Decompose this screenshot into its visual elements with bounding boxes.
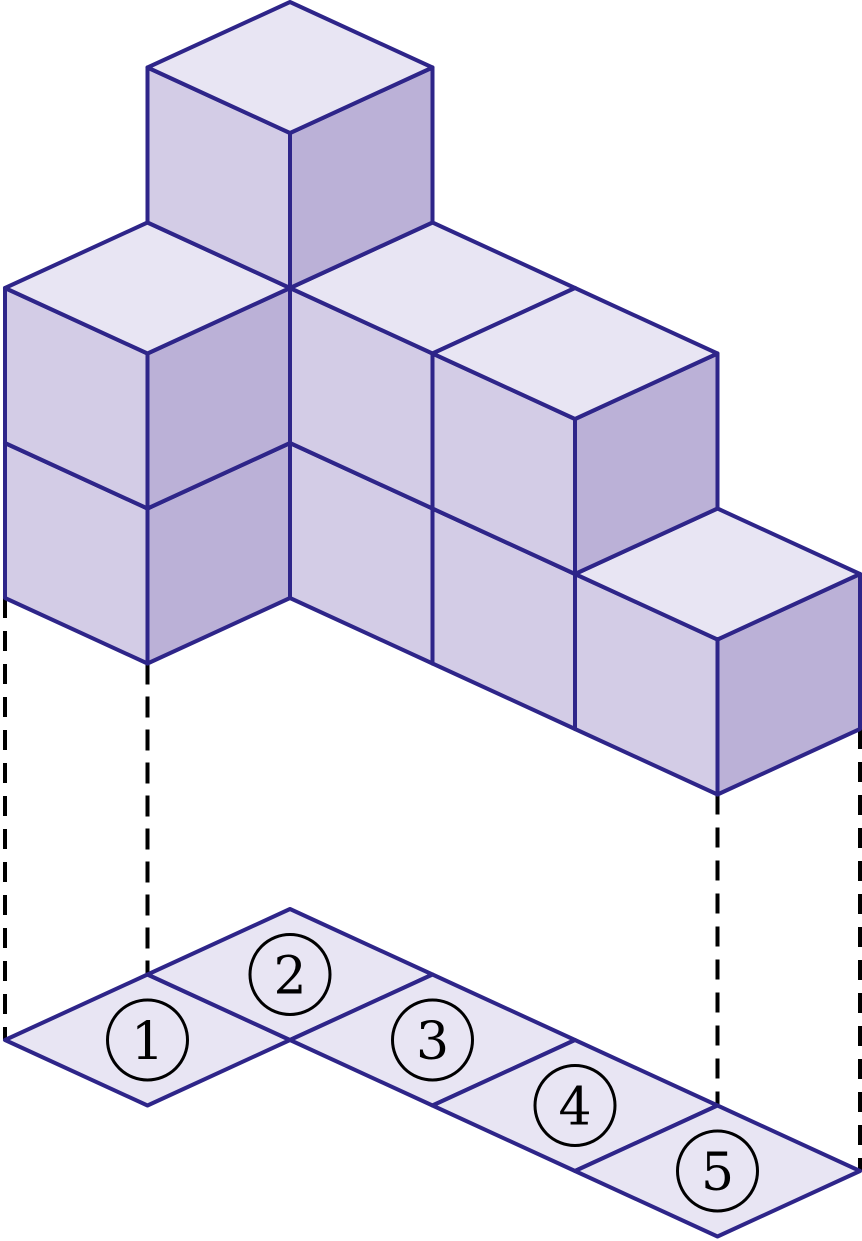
cube-top-face [430, 286, 720, 421]
cube-stack [3, 0, 862, 797]
base-footprint: 1 2 3 4 5 [3, 907, 862, 1239]
label-circle-2 [248, 933, 332, 1016]
base-cell-5 [573, 1103, 862, 1239]
label-4: 4 [558, 1078, 591, 1138]
label-3: 3 [416, 1012, 449, 1072]
label-circle-4 [533, 1064, 617, 1147]
cube [3, 220, 292, 511]
cube-top-face [145, 0, 435, 135]
label-2: 2 [273, 947, 306, 1007]
cube [145, 0, 435, 290]
label-1: 1 [131, 1012, 164, 1072]
label-5: 5 [701, 1143, 734, 1203]
cube [430, 286, 720, 576]
label-circle-3 [391, 998, 474, 1082]
label-circle-1 [106, 998, 189, 1082]
label-circle-5 [676, 1129, 759, 1213]
